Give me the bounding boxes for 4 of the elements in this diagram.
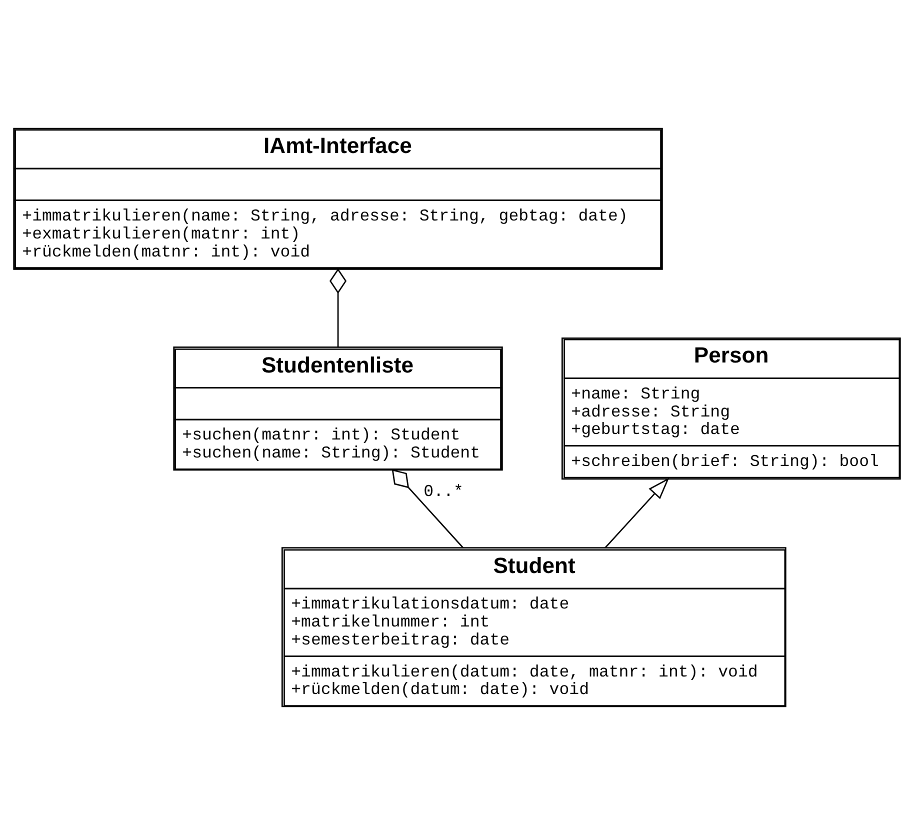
connector — [329, 268, 347, 346]
arrow — [604, 477, 670, 548]
edge-label: 0..* — [424, 481, 464, 500]
connector — [392, 468, 464, 548]
